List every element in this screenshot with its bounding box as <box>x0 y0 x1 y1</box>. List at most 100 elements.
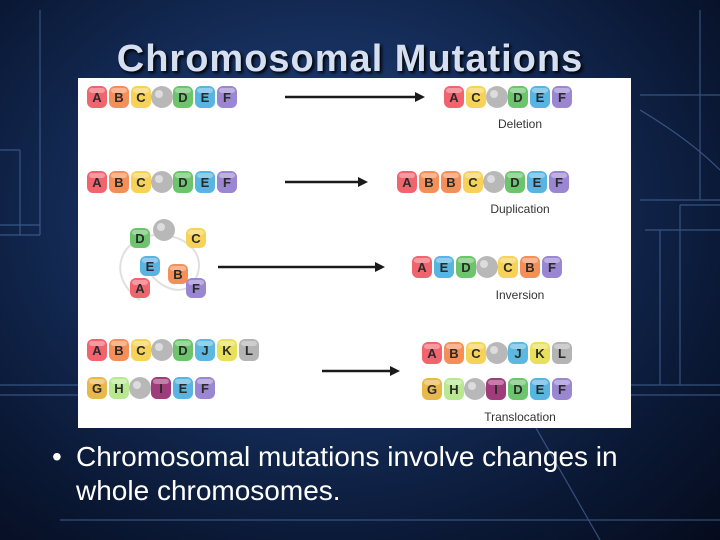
translocation-after-top-seg-j0: J <box>508 342 528 364</box>
deletion-arrow <box>285 92 425 102</box>
inversion-before-seg-c1-label: C <box>191 231 201 246</box>
translocation-before-top-seg-a0: A <box>87 339 107 361</box>
duplication-before-seg-b1: B <box>109 171 129 193</box>
deletion-before-seg-f2-label: F <box>223 90 231 105</box>
inversion-after-seg-d2: D <box>456 256 476 278</box>
translocation-before-bottom-seg-g0: G <box>87 377 107 399</box>
translocation-after-bottom-seg-g0-label: G <box>427 382 437 397</box>
deletion-after-seg-e1: E <box>530 86 550 108</box>
inversion-arrow <box>218 262 385 272</box>
translocation-before-top-seg-b1: B <box>109 339 129 361</box>
translocation-before-bottom-seg-f2: F <box>195 377 215 399</box>
duplication-after-seg-e1-label: E <box>533 175 542 190</box>
translocation-before-top-seg-l3: L <box>239 339 259 361</box>
translocation-after-bottom-seg-f3: F <box>552 378 572 400</box>
duplication-before-centromere <box>151 171 173 193</box>
translocation-after-top-seg-l2-label: L <box>558 346 566 361</box>
duplication-before-seg-c2-label: C <box>136 175 146 190</box>
duplication-before-seg-e1-label: E <box>201 175 210 190</box>
translocation-before-top-centromere <box>151 339 173 361</box>
translocation-after-bottom-seg-g0: G <box>422 378 442 400</box>
translocation-after-bottom-seg-d1-label: D <box>513 382 522 397</box>
inversion-after-seg-a0: A <box>412 256 432 278</box>
translocation-before-top-seg-c2: C <box>131 339 151 361</box>
duplication-before-seg-d0-label: D <box>178 175 187 190</box>
duplication-after-seg-d0-label: D <box>510 175 519 190</box>
deletion-before-seg-b1-label: B <box>114 90 123 105</box>
deletion-before-seg-b1: B <box>109 86 129 108</box>
inversion-after-seg-c0-label: C <box>503 260 513 275</box>
inversion-after-seg-c0: C <box>498 256 518 278</box>
bullet-point: • Chromosomal mutations involve changes … <box>52 440 692 508</box>
duplication-before-seg-a0: A <box>87 171 107 193</box>
translocation-after-top-seg-l2: L <box>552 342 572 364</box>
bullet-symbol: • <box>52 441 62 472</box>
translocation-before-top-seg-l3-label: L <box>245 343 253 358</box>
translocation-before-top-seg-j1: J <box>195 339 215 361</box>
translocation-before-top-seg-k2: K <box>217 339 237 361</box>
translocation-before-bottom-seg-i0: I <box>151 377 171 399</box>
translocation-after-top-seg-c2-label: C <box>471 346 481 361</box>
inversion-before-seg-d0: D <box>130 228 150 248</box>
translocation-after-top-seg-k1: K <box>530 342 550 364</box>
duplication-before-seg-e1: E <box>195 171 215 193</box>
duplication-before-seg-b1-label: B <box>114 175 123 190</box>
inversion-before-seg-a4: A <box>130 278 150 298</box>
deletion-before-seg-e1-label: E <box>201 90 210 105</box>
translocation-before-top-seg-b1-label: B <box>114 343 123 358</box>
translocation-arrow <box>322 366 400 376</box>
duplication-arrow <box>285 177 368 187</box>
deletion-after-seg-c1: C <box>466 86 486 108</box>
duplication-after-seg-a0-label: A <box>402 175 412 190</box>
inversion-before-seg-d0-label: D <box>135 231 144 246</box>
duplication-after-seg-b2: B <box>441 171 461 193</box>
duplication-after-seg-f2: F <box>549 171 569 193</box>
inversion-before-seg-a4-label: A <box>135 281 145 296</box>
duplication-before-seg-c2: C <box>131 171 151 193</box>
inversion-before-seg-c1: C <box>186 228 206 248</box>
translocation-after-bottom-seg-e2: E <box>530 378 550 400</box>
duplication-after-seg-a0: A <box>397 171 417 193</box>
inversion-before-seg-b3-label: B <box>173 267 182 282</box>
inversion-after-seg-d2-label: D <box>461 260 470 275</box>
deletion-after-seg-a0: A <box>444 86 464 108</box>
deletion-after-centromere <box>486 86 508 108</box>
translocation-before-bottom-seg-e1: E <box>173 377 193 399</box>
deletion-after-seg-e1-label: E <box>536 90 545 105</box>
deletion-before-seg-f2: F <box>217 86 237 108</box>
inversion-before-loop <box>119 234 200 301</box>
duplication-after-seg-b2-label: B <box>446 175 455 190</box>
deletion-after-seg-a0-label: A <box>449 90 459 105</box>
translocation-after-top-seg-c2: C <box>466 342 486 364</box>
duplication-after-seg-d0: D <box>505 171 525 193</box>
translocation-after-top-seg-k1-label: K <box>535 346 545 361</box>
translocation-after-bottom-seg-i0: I <box>486 378 506 400</box>
deletion-before-seg-e1: E <box>195 86 215 108</box>
inversion-before-seg-e2: E <box>140 256 160 276</box>
inversion-before-seg-e2-label: E <box>146 259 155 274</box>
inversion-after-seg-b1: B <box>520 256 540 278</box>
deletion-before-seg-c2: C <box>131 86 151 108</box>
inversion-after-seg-a0-label: A <box>417 260 427 275</box>
duplication-after-seg-b1: B <box>419 171 439 193</box>
duplication-after-seg-c3-label: C <box>468 175 478 190</box>
translocation-before-top-seg-c2-label: C <box>136 343 146 358</box>
translocation-caption: Translocation <box>484 410 556 424</box>
inversion-after-seg-f2-label: F <box>548 260 556 275</box>
translocation-after-top-centromere <box>486 342 508 364</box>
deletion-after-seg-f2-label: F <box>558 90 566 105</box>
translocation-after-bottom-seg-f3-label: F <box>558 382 566 397</box>
inversion-after-centromere <box>476 256 498 278</box>
deletion-after-seg-f2: F <box>552 86 572 108</box>
translocation-before-top-seg-j1-label: J <box>201 343 208 358</box>
deletion-after-seg-d0: D <box>508 86 528 108</box>
translocation-after-bottom-seg-d1: D <box>508 378 528 400</box>
translocation-after-bottom-centromere <box>464 378 486 400</box>
duplication-after-seg-f2-label: F <box>555 175 563 190</box>
translocation-after-top-seg-a0: A <box>422 342 442 364</box>
inversion-before-seg-b3: B <box>168 264 188 284</box>
deletion-before-centromere <box>151 86 173 108</box>
inversion-after-seg-b1-label: B <box>525 260 534 275</box>
translocation-after-top-seg-b1: B <box>444 342 464 364</box>
